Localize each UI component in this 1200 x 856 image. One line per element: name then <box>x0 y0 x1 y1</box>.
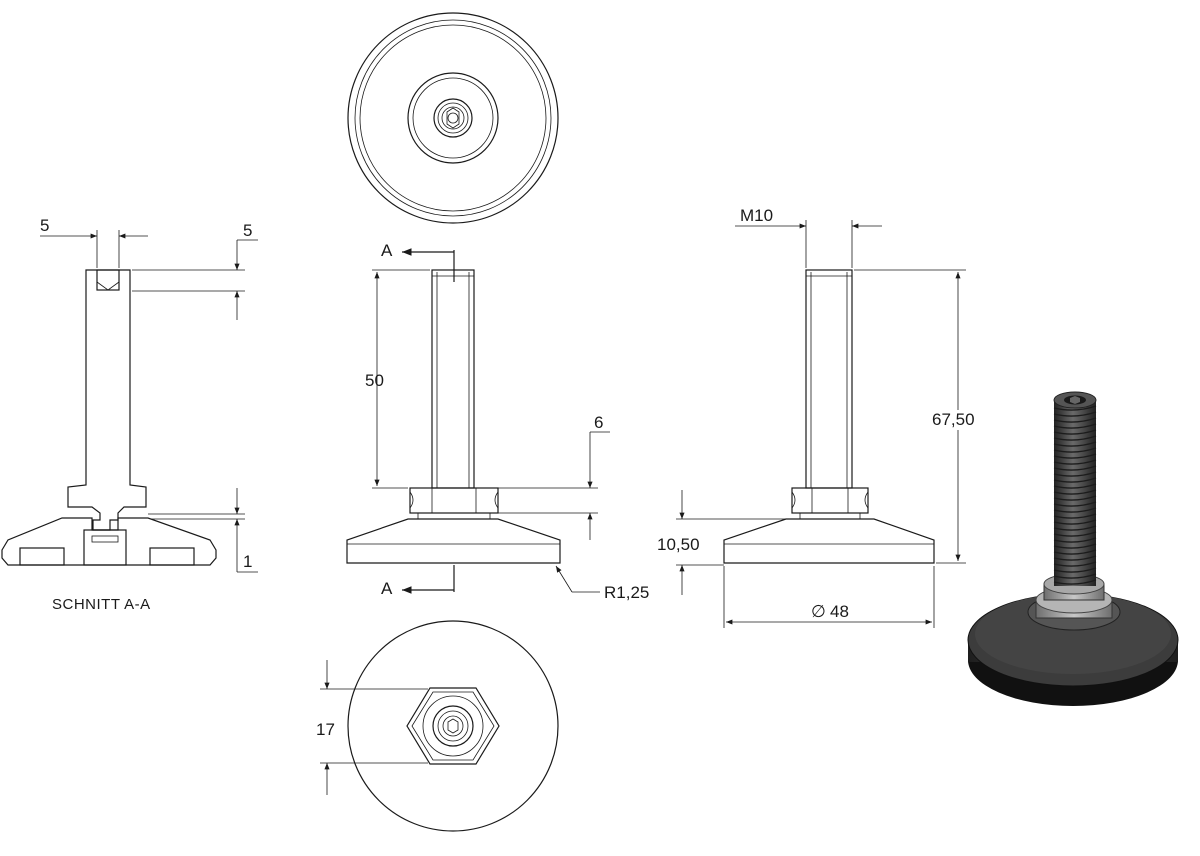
thread-ridge <box>1053 555 1097 561</box>
dim-diameter: 48 <box>830 602 849 621</box>
model-render <box>967 391 1179 706</box>
thread-ridge <box>1053 477 1097 483</box>
thread-ridge <box>1053 423 1097 429</box>
dim-pin-width: 5 <box>40 216 49 235</box>
thread-ridge <box>1053 453 1097 459</box>
thread-ridge <box>1053 543 1097 549</box>
thread-ridge <box>1053 447 1097 453</box>
side-view: M10 67,50 10,50 ∅ 48 <box>657 206 975 628</box>
front-view: A A 50 6 R1,25 <box>346 241 649 602</box>
thread-ridge <box>1053 489 1097 495</box>
dim-thread-length: 50 <box>365 371 384 390</box>
dim-thread: M10 <box>740 206 773 225</box>
thread-ridge <box>1053 429 1097 435</box>
thread-ridge <box>1053 501 1097 507</box>
diameter-symbol: ∅ <box>811 602 826 621</box>
thread-ridge <box>1053 513 1097 519</box>
dim-base-gap: 1 <box>243 552 252 571</box>
dim-base-height: 10,50 <box>657 535 700 554</box>
thread-ridge <box>1053 411 1097 417</box>
thread-ridge <box>1053 435 1097 441</box>
thread-ridge <box>1053 459 1097 465</box>
thread-ridge <box>1053 483 1097 489</box>
model-threads <box>1053 405 1097 585</box>
thread-ridge <box>1053 537 1097 543</box>
section-caption: SCHNITT A-A <box>52 596 151 613</box>
thread-ridge <box>1053 573 1097 579</box>
thread-ridge <box>1053 561 1097 567</box>
thread-ridge <box>1053 579 1097 585</box>
dim-nut-height: 6 <box>594 413 603 432</box>
thread-ridge <box>1053 471 1097 477</box>
thread-ridge <box>1053 507 1097 513</box>
thread-ridge <box>1053 441 1097 447</box>
thread-ridge <box>1053 495 1097 501</box>
thread-ridge <box>1053 531 1097 537</box>
section-marker-bottom: A <box>381 579 393 598</box>
thread-ridge <box>1053 405 1097 411</box>
dim-top-depth: 5 <box>243 221 252 240</box>
bottom-view: 17 <box>316 620 559 832</box>
section-marker-top: A <box>381 241 393 260</box>
thread-ridge <box>1053 525 1097 531</box>
thread-ridge <box>1053 549 1097 555</box>
dim-total-height: 67,50 <box>932 410 975 429</box>
thread-ridge <box>1053 417 1097 423</box>
section-view: 5 5 1 SCHNITT A-A <box>1 216 258 613</box>
thread-ridge <box>1053 567 1097 573</box>
top-view <box>347 12 559 224</box>
thread-ridge <box>1053 465 1097 471</box>
thread-ridge <box>1053 519 1097 525</box>
dim-hex-size: 17 <box>316 720 335 739</box>
dim-radius: R1,25 <box>604 583 649 602</box>
